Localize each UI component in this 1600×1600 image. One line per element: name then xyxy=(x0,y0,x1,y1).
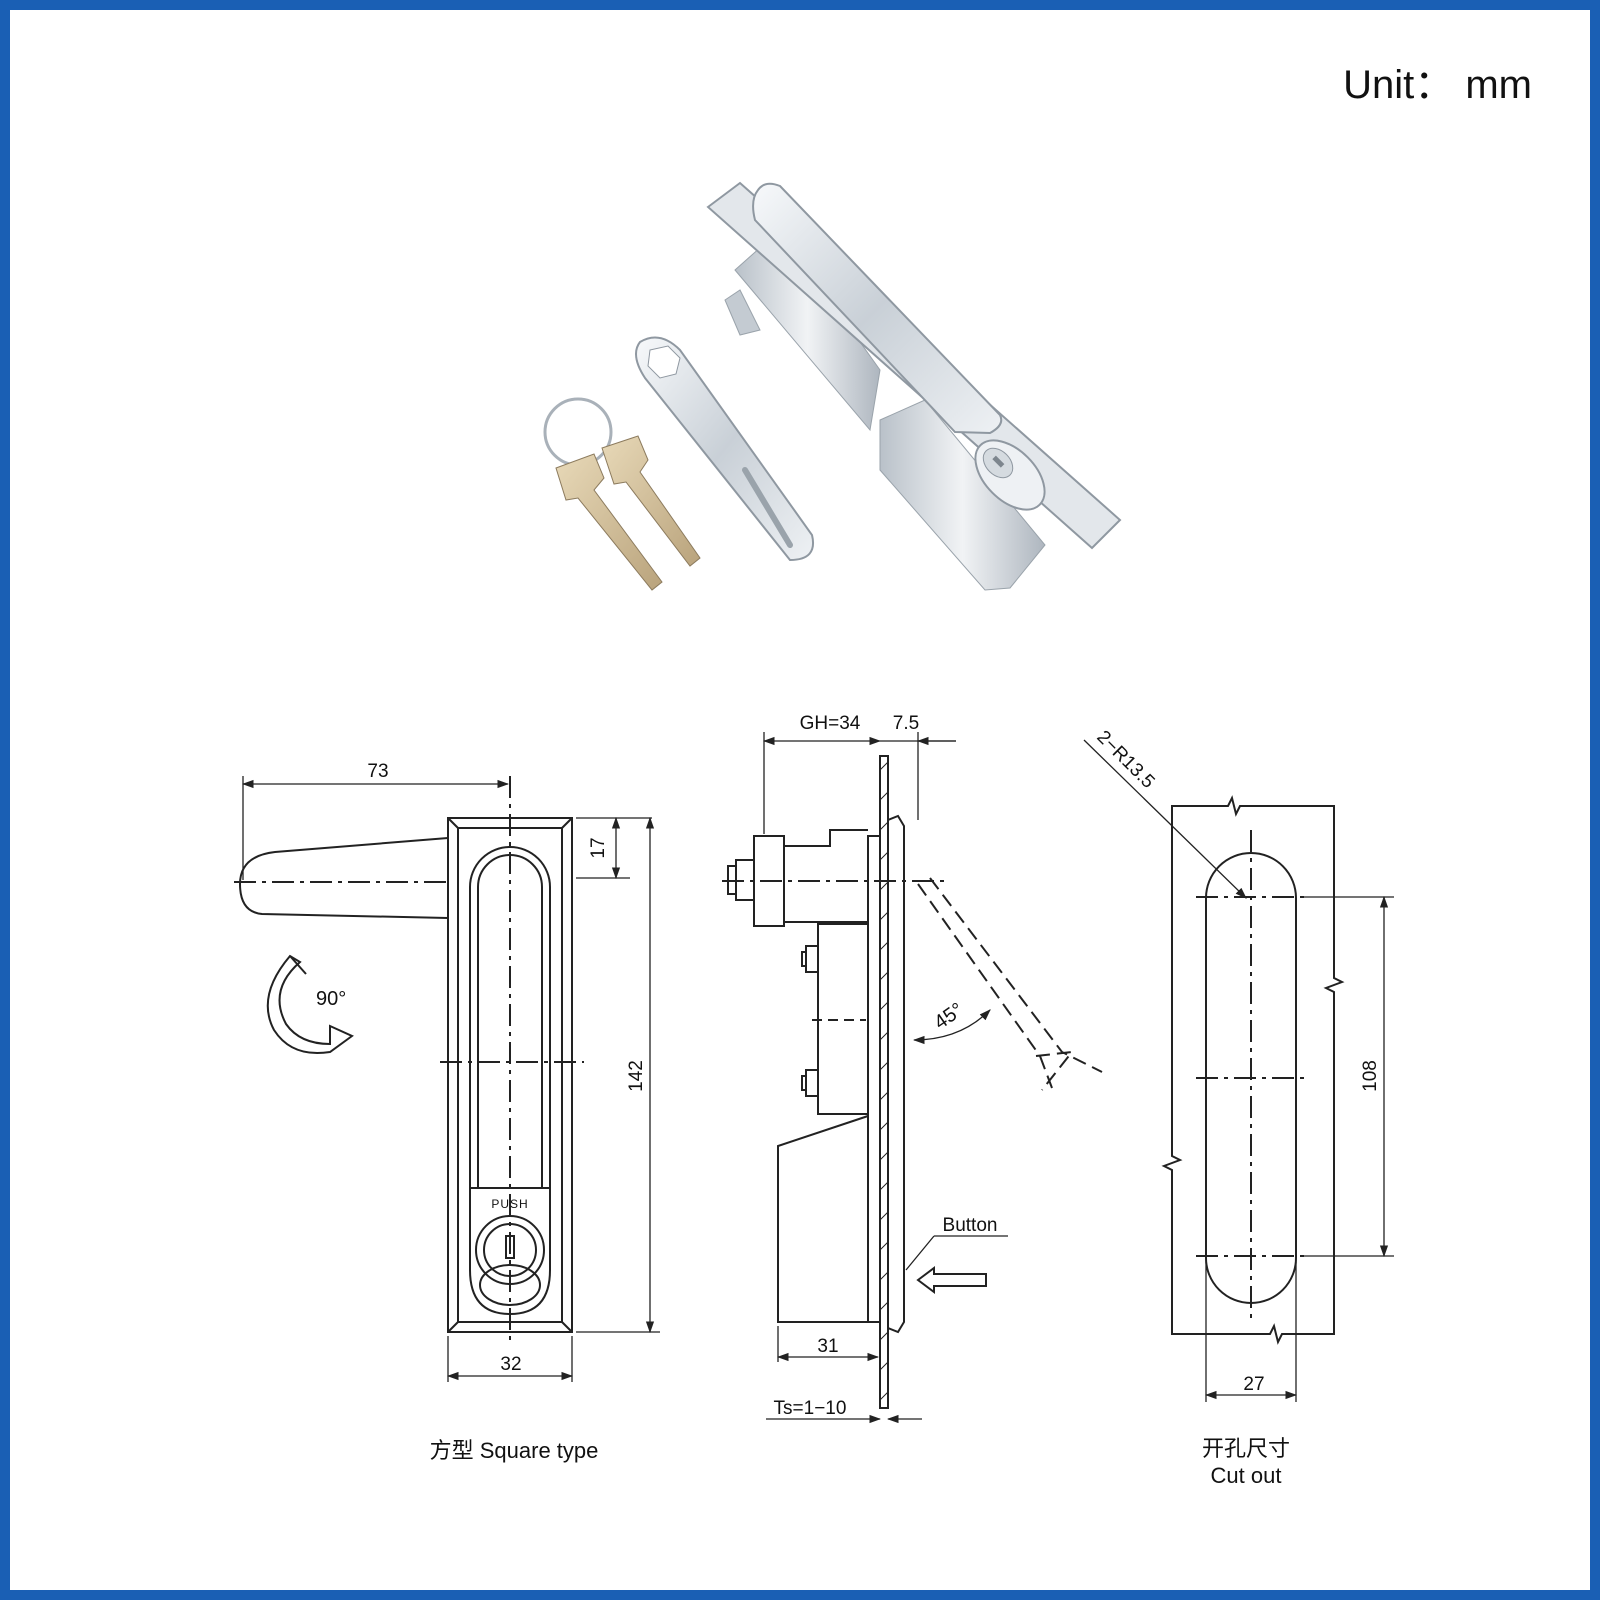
cutout-dim-27: 27 xyxy=(1243,1374,1264,1395)
product-photo xyxy=(543,181,1122,591)
button-arrow-icon xyxy=(916,1266,987,1294)
front-dim-142: 142 xyxy=(626,1060,647,1092)
front-dim-73: 73 xyxy=(367,761,388,782)
button-label: Button xyxy=(943,1215,998,1236)
side-view xyxy=(722,732,1103,1424)
side-dim-gh: GH=34 xyxy=(800,713,861,734)
rotation-label: 90° xyxy=(316,988,346,1010)
cutout-caption-en: Cut out xyxy=(1211,1463,1282,1488)
front-view xyxy=(234,776,660,1382)
side-dim-flange: 7.5 xyxy=(893,713,919,734)
front-caption: 方型 Square type xyxy=(430,1438,599,1463)
side-lower-body xyxy=(777,1115,869,1323)
cutout-panel xyxy=(1161,795,1345,1345)
unit-label: Unit： mm xyxy=(1343,63,1532,107)
side-angle-label: 45° xyxy=(930,999,967,1034)
rotation-arrow-icon xyxy=(266,954,354,1054)
cutout-dim-108: 108 xyxy=(1360,1060,1381,1092)
front-dim-17: 17 xyxy=(588,837,609,858)
side-upper-body xyxy=(783,829,868,923)
cutout-view xyxy=(1083,739,1394,1402)
front-lever xyxy=(238,837,449,919)
side-flange xyxy=(887,814,905,1334)
front-handle-slot xyxy=(469,846,551,1189)
cutout-slot xyxy=(1205,852,1297,1304)
push-label: PUSH xyxy=(491,1197,528,1211)
front-dim-32: 32 xyxy=(500,1354,521,1375)
side-dim-31: 31 xyxy=(817,1336,838,1357)
cutout-dim-radius: 2−R13.5 xyxy=(1092,727,1158,793)
side-dim-ts: Ts=1−10 xyxy=(774,1398,847,1419)
cutout-caption-cn: 开孔尺寸 xyxy=(1202,1436,1290,1461)
